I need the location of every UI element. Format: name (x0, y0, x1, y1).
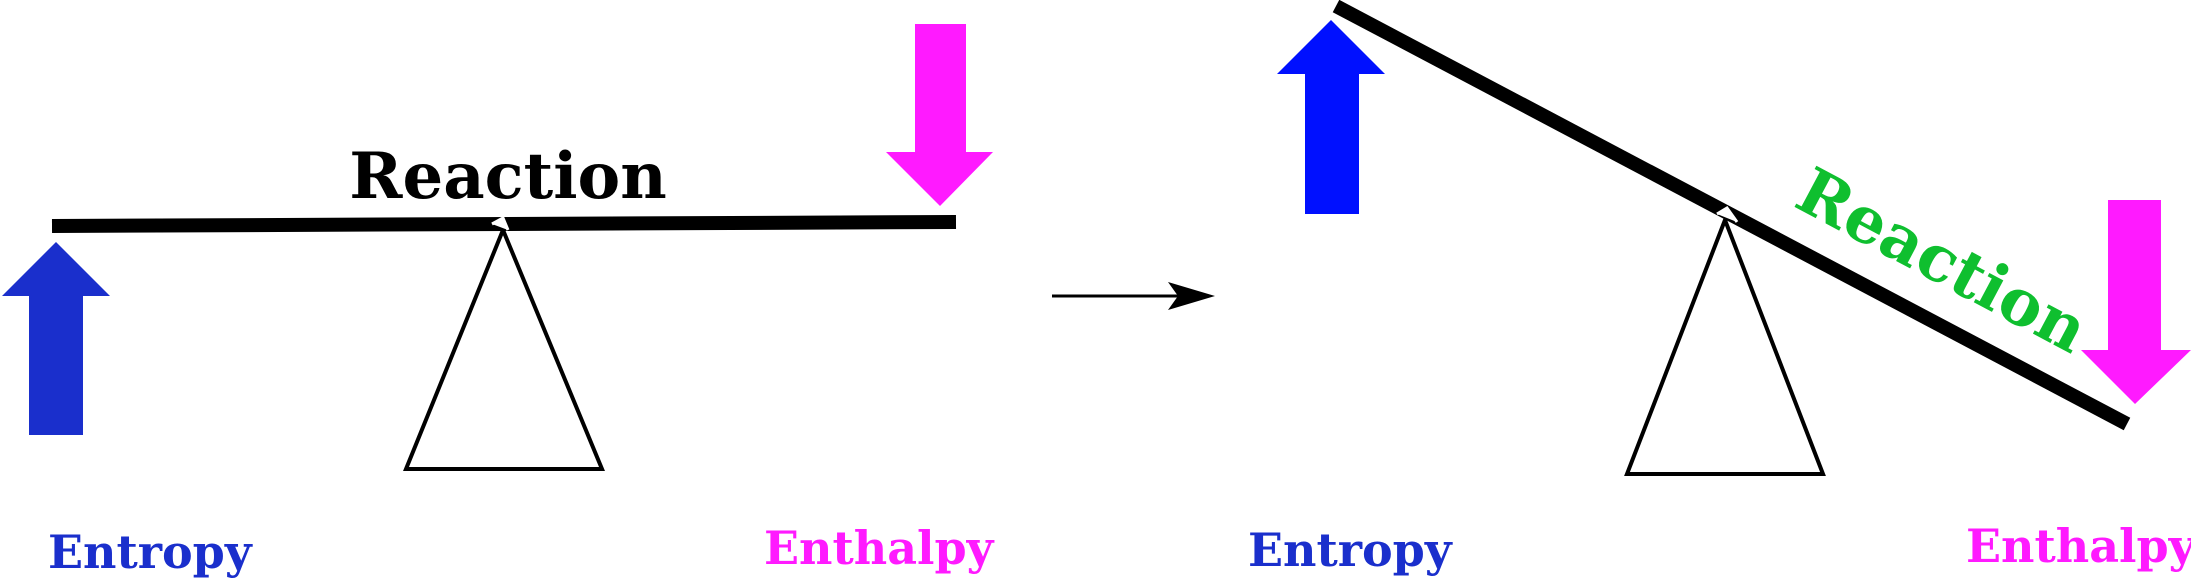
right-enthalpy-down-arrow-icon (2081, 200, 2191, 404)
right-entropy-up-arrow-icon (1277, 20, 1385, 214)
transition-right-arrow-icon (1052, 282, 1215, 310)
right-enthalpy-label: Enthalpy (1966, 519, 2191, 573)
left-reaction-label: Reaction (349, 139, 666, 214)
left-fulcrum (403, 224, 605, 471)
left-entropy-up-arrow-icon (2, 242, 110, 435)
right-panel: Reaction Entropy Enthalpy (1248, 0, 2191, 577)
left-fulcrum-tip (491, 215, 510, 231)
left-panel: Reaction Entropy Enthalpy (2, 24, 995, 578)
right-entropy-label: Entropy (1248, 523, 1453, 577)
left-enthalpy-down-arrow-icon (886, 24, 993, 206)
right-fulcrum-tip (1716, 206, 1739, 223)
right-fulcrum (1624, 214, 1826, 476)
left-enthalpy-label: Enthalpy (764, 521, 995, 575)
left-entropy-label: Entropy (48, 525, 253, 578)
